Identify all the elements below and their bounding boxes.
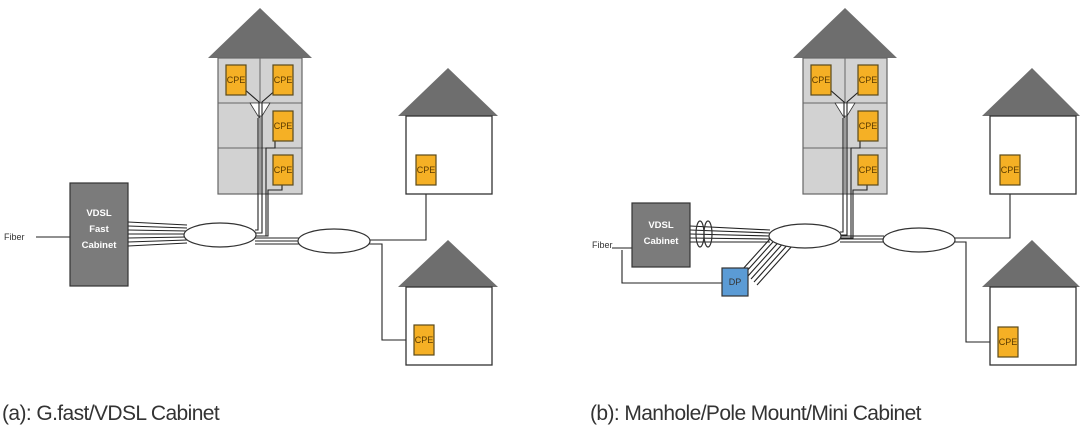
cpe-b-apt-2: CPE [857, 64, 879, 96]
cabinet-a-label-2: Fast [89, 224, 109, 235]
vdsl-fast-cabinet: VDSL Fast Cabinet [69, 182, 129, 287]
network-diagram: VDSL Fast Cabinet Fiber CPE CPE CPE CPE … [4, 8, 1080, 366]
apartment-building-a [208, 8, 312, 195]
cabinet-a-label-3: Cabinet [82, 240, 118, 251]
house-b1: CPE [982, 68, 1080, 195]
svg-text:CPE: CPE [1001, 165, 1020, 175]
house-b2: CPE [982, 240, 1080, 366]
fiber-label-b: Fiber [592, 240, 613, 250]
svg-text:CPE: CPE [859, 75, 878, 85]
svg-text:CPE: CPE [227, 75, 246, 85]
cpe-a-apt-2: CPE [272, 64, 294, 96]
caption-b: (b): Manhole/Pole Mount/Mini Cabinet [590, 402, 922, 425]
panel-a: VDSL Fast Cabinet Fiber CPE CPE CPE CPE … [4, 8, 498, 366]
svg-text:CPE: CPE [812, 75, 831, 85]
splice-enclosure-a2 [297, 228, 371, 254]
cpe-a-apt-3: CPE [272, 110, 294, 142]
svg-text:CPE: CPE [415, 335, 434, 345]
dp-box: DP [721, 267, 749, 297]
cpe-a-apt-1: CPE [225, 64, 247, 96]
splice-enclosure-b1 [768, 223, 842, 249]
svg-text:CPE: CPE [417, 165, 436, 175]
caption-a: (a): G.fast/VDSL Cabinet [2, 402, 220, 425]
cabinet-b-label-1: VDSL [648, 220, 674, 231]
house-a2: CPE [398, 240, 498, 366]
apartment-roof-b [793, 8, 897, 58]
apartment-roof-a [208, 8, 312, 58]
splice-enclosure-b2 [882, 227, 956, 253]
svg-text:CPE: CPE [274, 121, 293, 131]
panel-b: VDSL Cabinet Fiber DP CPE CPE CPE CPE [592, 8, 1080, 366]
cables-a [36, 81, 427, 341]
dp-label: DP [729, 277, 742, 287]
cabinet-a-label-1: VDSL [86, 208, 112, 219]
cpe-b-apt-1: CPE [810, 64, 832, 96]
apartment-building-b [793, 8, 897, 195]
fiber-label-a: Fiber [4, 232, 25, 242]
svg-text:CPE: CPE [859, 165, 878, 175]
cpe-a-apt-4: CPE [272, 154, 294, 186]
svg-text:CPE: CPE [274, 165, 293, 175]
svg-text:CPE: CPE [999, 337, 1018, 347]
splice-enclosure-a1 [183, 222, 257, 248]
cpe-b-apt-3: CPE [857, 110, 879, 142]
vdsl-cabinet: VDSL Cabinet [631, 202, 691, 268]
cabinet-b-label-2: Cabinet [644, 236, 680, 247]
connector-rings-b [695, 220, 713, 248]
svg-text:CPE: CPE [859, 121, 878, 131]
house-a1: CPE [398, 68, 498, 195]
svg-text:CPE: CPE [274, 75, 293, 85]
cpe-b-apt-4: CPE [857, 154, 879, 186]
